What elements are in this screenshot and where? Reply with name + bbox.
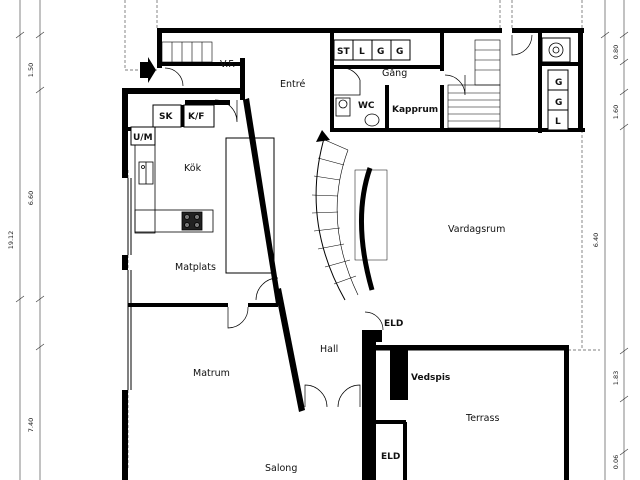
kitchen-counters bbox=[134, 132, 214, 234]
room-matplats: Matplats bbox=[175, 262, 216, 273]
room-kapprum: Kapprum bbox=[392, 105, 438, 115]
room-kok: Kök bbox=[184, 163, 202, 174]
room-labels: V.F. Entré Gång WC Kapprum Kök Matplats … bbox=[175, 59, 505, 474]
fixture-sk: SK bbox=[159, 112, 173, 122]
dim-right-3: 1.83 bbox=[612, 371, 620, 385]
dim-right-1: 0.80 bbox=[612, 45, 620, 59]
dim-left-1: 1.50 bbox=[27, 63, 35, 77]
room-vedspis: Vedspis bbox=[411, 373, 450, 383]
fixture-boxes bbox=[130, 37, 571, 146]
fixture-g2: G bbox=[396, 47, 403, 57]
room-eld-lower: ELD bbox=[381, 452, 400, 462]
stairs-upper-left bbox=[161, 41, 213, 63]
doors bbox=[164, 34, 533, 408]
fixture-l1: L bbox=[359, 47, 365, 57]
room-wc: WC bbox=[358, 101, 375, 111]
fixture-l-r: L bbox=[555, 117, 561, 127]
wc-fixtures bbox=[334, 67, 380, 127]
fixture-g-r2: G bbox=[555, 98, 562, 108]
entrance-arrow-icon bbox=[140, 57, 156, 83]
room-vardagsrum: Vardagsrum bbox=[448, 224, 505, 235]
room-eld-upper: ELD bbox=[384, 319, 403, 329]
stove-icon bbox=[181, 211, 203, 231]
dim-right-2: 1.60 bbox=[612, 105, 620, 119]
room-matrum: Matrum bbox=[193, 368, 230, 379]
walls bbox=[122, 28, 585, 480]
room-gang: Gång bbox=[382, 68, 407, 79]
fixture-labels: SK K/F U/M ST L G G G G L bbox=[133, 47, 562, 143]
dimension-lines bbox=[15, 0, 629, 480]
fixture-g-r1: G bbox=[555, 78, 562, 88]
stairs-upper-right bbox=[447, 39, 501, 129]
dim-right-4: 0.06 bbox=[612, 455, 620, 469]
dim-overall: 19.12 bbox=[7, 231, 15, 250]
dimension-labels: 1.50 6.60 7.40 19.12 6.40 0.80 1.60 1.83… bbox=[7, 45, 620, 469]
thin-walls bbox=[127, 137, 568, 390]
fixture-um: U/M bbox=[133, 133, 153, 143]
washbasin-icon bbox=[364, 113, 380, 127]
fixture-st: ST bbox=[337, 47, 350, 57]
room-entre: Entré bbox=[280, 79, 305, 90]
fixture-kf: K/F bbox=[188, 112, 204, 122]
room-vf: V.F. bbox=[220, 59, 235, 70]
fixture-g1: G bbox=[377, 47, 384, 57]
room-terrass: Terrass bbox=[465, 413, 499, 424]
dim-left-2: 6.60 bbox=[27, 191, 35, 205]
spiral-staircase bbox=[311, 130, 388, 301]
room-hall: Hall bbox=[320, 344, 338, 355]
dim-left-3: 7.40 bbox=[27, 418, 35, 432]
room-salong: Salong bbox=[265, 463, 297, 474]
dim-inner: 6.40 bbox=[592, 233, 600, 247]
